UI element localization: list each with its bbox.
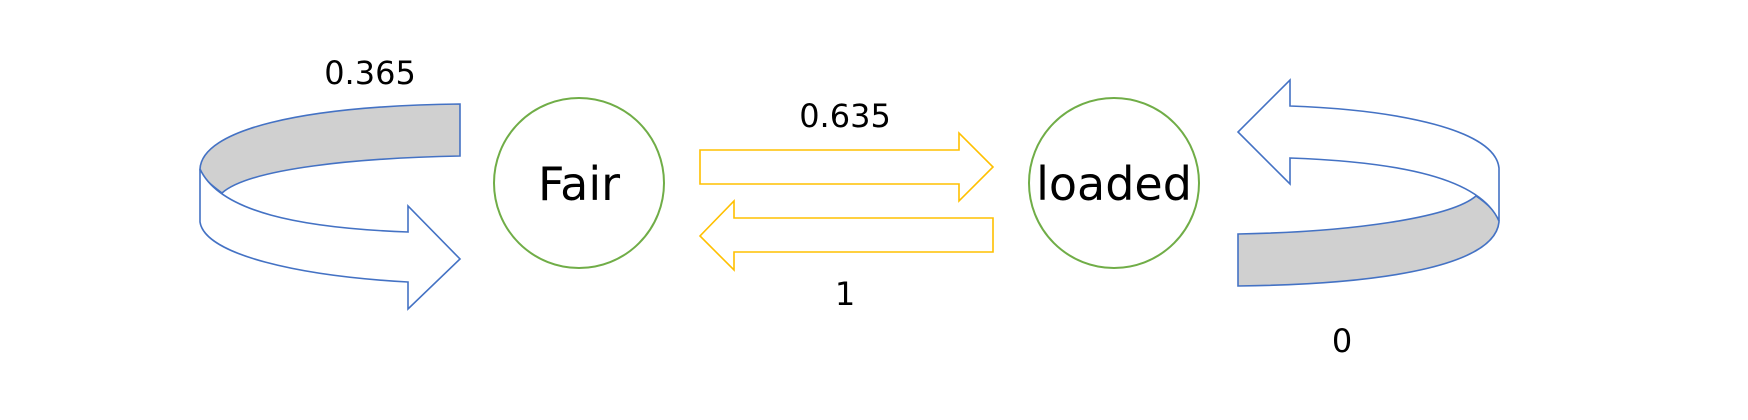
state-loaded-circle: [1028, 97, 1200, 269]
loaded-loop-inner-band: [1237, 195, 1500, 287]
fair-self-loop-arrow: [199, 103, 462, 311]
loaded-loop-front-band: [1236, 78, 1500, 222]
state-fair-label: Fair: [538, 157, 620, 211]
fair-loop-front-band: [199, 168, 462, 311]
fair-to-loaded-probability: 0.635: [799, 97, 891, 135]
loaded-to-fair-probability: 1: [835, 275, 855, 313]
state-fair-circle: [493, 97, 665, 269]
loaded-to-fair-arrow: [698, 199, 994, 272]
loaded-self-probability: 0: [1332, 322, 1352, 360]
fair-loop-inner-band: [199, 103, 461, 195]
fair-to-loaded-arrow: [699, 131, 995, 203]
fair-self-probability: 0.365: [324, 54, 416, 92]
loaded-self-loop-arrow: [1236, 78, 1500, 287]
state-loaded-label: loaded: [1036, 157, 1192, 211]
